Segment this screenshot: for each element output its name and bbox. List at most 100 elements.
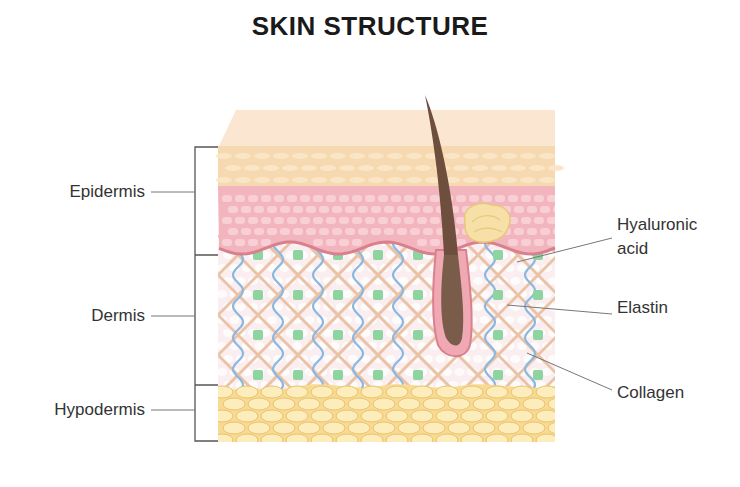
cell (235, 177, 251, 183)
cell (555, 264, 556, 272)
cell (387, 153, 403, 159)
cell (404, 195, 414, 202)
cell (482, 177, 498, 183)
collagen-fiber (378, 235, 538, 395)
cell (274, 217, 284, 224)
cell (430, 195, 440, 202)
hyaluronic-acid-dot (493, 290, 503, 300)
cell (508, 239, 518, 246)
cell (386, 355, 396, 363)
collagen-fiber (378, 235, 538, 395)
hyaluronic-acid-dot (293, 290, 303, 300)
cell (514, 206, 524, 213)
cell (306, 228, 316, 235)
fat-cell (311, 410, 333, 422)
cell (254, 177, 270, 183)
collagen-fibers (218, 235, 555, 395)
cell (540, 228, 550, 235)
cell (501, 153, 517, 159)
cell (216, 153, 232, 159)
fat-cell (486, 434, 508, 442)
cell (430, 239, 440, 246)
hyaluronic-acid-dot (293, 330, 303, 340)
cell (555, 342, 556, 350)
cell (273, 177, 289, 183)
collagen-fiber (218, 235, 258, 395)
cell (228, 206, 238, 213)
cell (332, 228, 342, 235)
fat-cell (386, 434, 408, 442)
hyaluronic-acid-dot (373, 370, 383, 380)
layer-bracket (195, 147, 218, 441)
fat-cell (311, 434, 333, 442)
fat-cell (511, 410, 533, 422)
fat-cell (261, 386, 283, 398)
fat-cells (218, 386, 555, 442)
hyaluronic-acid-dot (493, 370, 503, 380)
cell (292, 153, 308, 159)
cell (417, 195, 427, 202)
fat-cell (361, 386, 383, 398)
fat-cell (323, 398, 345, 410)
fat-cell (536, 410, 555, 422)
cell (358, 228, 368, 235)
cell (553, 206, 555, 213)
cell (378, 217, 388, 224)
elastin-fibers (233, 238, 535, 394)
cell (222, 217, 232, 224)
hyaluronic-acid-dot (413, 370, 423, 380)
cell (319, 228, 329, 235)
fat-cell (411, 434, 433, 442)
cell (495, 195, 505, 202)
cell (339, 217, 349, 224)
cell (371, 206, 381, 213)
fat-cell (223, 398, 245, 410)
cell (548, 355, 555, 363)
cell (482, 153, 498, 159)
part-label: Dermis (91, 304, 145, 328)
part-label: Collagen (617, 381, 684, 405)
fat-cell (218, 410, 233, 422)
fat-cell (423, 398, 445, 410)
fat-cell (336, 434, 358, 442)
cell (456, 195, 466, 202)
cell (491, 165, 507, 171)
fat-cell (286, 386, 308, 398)
cell-texture (216, 153, 564, 183)
elastin-fiber (393, 238, 403, 394)
fat-cell (336, 410, 358, 422)
cell (472, 165, 488, 171)
cell (539, 153, 555, 159)
cell (397, 228, 407, 235)
stratum-corneum (218, 146, 555, 188)
cell (235, 195, 245, 202)
cell (244, 165, 260, 171)
cell (463, 153, 479, 159)
cell (274, 195, 284, 202)
hair-root (441, 255, 463, 346)
cell (480, 316, 490, 324)
cell (230, 316, 240, 324)
cell (267, 206, 277, 213)
fat-cell (298, 422, 320, 434)
fat-cell (436, 410, 458, 422)
fat-cell (461, 434, 483, 442)
cell (473, 303, 483, 311)
cell (430, 217, 440, 224)
cell (293, 228, 303, 235)
cell (339, 239, 349, 246)
fat-cell (548, 422, 555, 434)
hyaluronic-acid-dot (293, 250, 303, 260)
cell (511, 277, 521, 285)
cell (365, 195, 375, 202)
cell (273, 153, 289, 159)
cell (553, 228, 555, 235)
cell (415, 165, 431, 171)
cell (540, 206, 550, 213)
cell (267, 228, 277, 235)
skin-surface (218, 110, 555, 148)
cell (263, 165, 279, 171)
cell (320, 165, 336, 171)
collagen-fiber (218, 235, 258, 395)
hair-shaft (425, 95, 458, 255)
